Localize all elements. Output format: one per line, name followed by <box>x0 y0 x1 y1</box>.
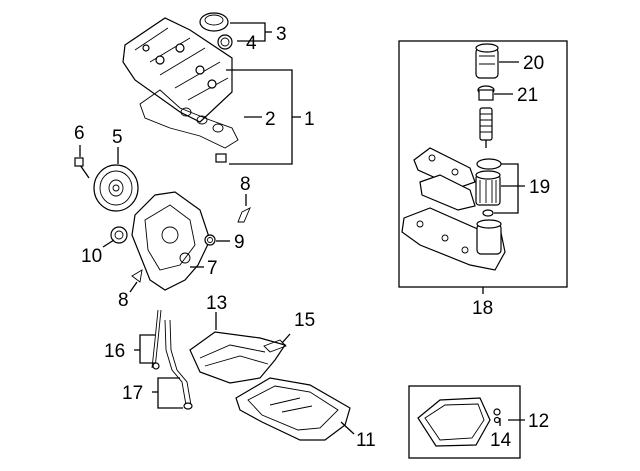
callout-8-lower: 8 <box>118 290 129 311</box>
filter-element-small <box>479 107 493 148</box>
callout-4: 4 <box>246 33 257 54</box>
crankshaft-pulley <box>93 164 139 212</box>
callout-16: 16 <box>104 341 125 362</box>
dipstick <box>151 309 162 370</box>
callout-6: 6 <box>74 123 85 144</box>
callout-3: 3 <box>276 24 287 45</box>
oring-19b <box>482 209 494 217</box>
callout-9: 9 <box>234 232 245 253</box>
callout-10: 10 <box>81 246 102 267</box>
callout-19: 19 <box>529 177 550 198</box>
gasket-8-lower <box>131 269 143 283</box>
leader-lines <box>79 22 525 435</box>
callout-12: 12 <box>528 411 549 432</box>
timing-cover <box>131 191 211 291</box>
callout-13: 13 <box>206 293 227 314</box>
callout-8-upper: 8 <box>240 174 251 195</box>
callout-18: 18 <box>472 298 493 319</box>
callout-21: 21 <box>517 85 538 106</box>
dipstick-tube <box>164 319 193 410</box>
timing-cover-seal <box>110 226 128 244</box>
valve-cover-gasket <box>139 89 239 149</box>
pcv-valve <box>215 153 227 163</box>
callout-7: 7 <box>207 258 218 279</box>
callout-11: 11 <box>356 430 376 451</box>
seal-9 <box>204 234 216 246</box>
callout-2: 2 <box>265 109 276 130</box>
oil-cooler-gasket <box>413 147 476 189</box>
pulley-bolt <box>74 157 90 179</box>
gasket-8-upper <box>237 207 251 223</box>
oring-19 <box>476 158 502 170</box>
callout-1: 1 <box>304 109 315 130</box>
cap-seal-ring <box>217 34 233 50</box>
oil-filter-element <box>475 170 501 206</box>
bracket-15 <box>263 339 287 353</box>
oil-pan-inset-box <box>408 385 521 459</box>
filter-cap-oring <box>477 85 495 101</box>
gasket-plate <box>419 174 476 211</box>
drain-plug <box>493 408 501 424</box>
callout-14: 14 <box>490 430 512 451</box>
oil-pan <box>235 377 351 441</box>
callout-17: 17 <box>122 383 143 404</box>
oil-baffle <box>189 331 286 384</box>
oil-filler-cap <box>199 12 229 32</box>
filter-cap <box>475 43 499 79</box>
valve-cover <box>122 17 233 123</box>
callout-20: 20 <box>523 53 544 74</box>
callout-5: 5 <box>112 127 123 148</box>
callout-15: 15 <box>294 310 315 331</box>
filter-housing <box>401 207 506 271</box>
oil-pan-inset <box>417 397 491 447</box>
